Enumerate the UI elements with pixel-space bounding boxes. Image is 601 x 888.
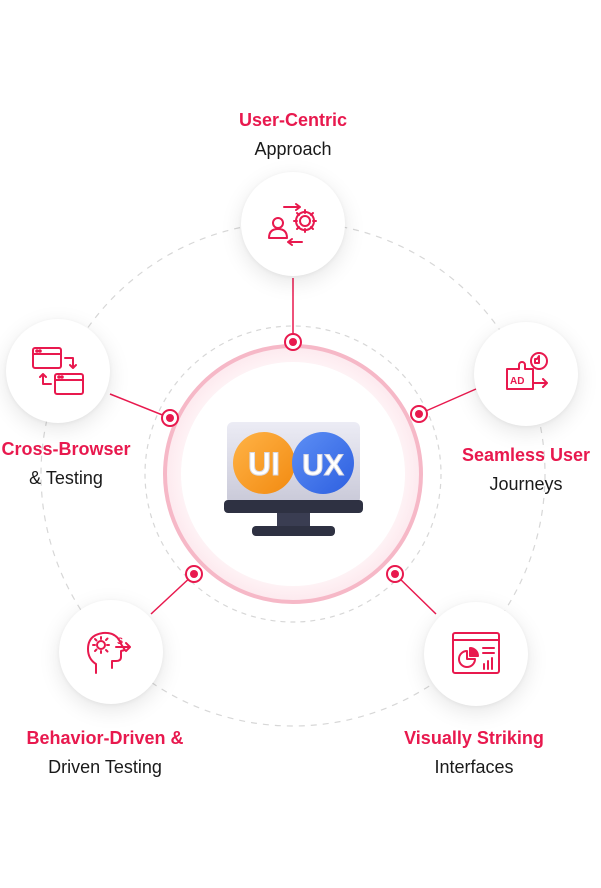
connector-bottom-left [150,573,195,615]
ad-journey-puzzle-icon: AD [506,352,548,390]
svg-text:AD: AD [510,376,524,387]
svg-text:S: S [117,636,123,646]
dot-bottom-right [386,565,404,583]
label-seamless-journeys-line1: Seamless User [461,445,591,465]
connector-lines [109,278,477,615]
label-seamless-journeys: Seamless User Journeys [448,441,601,499]
user-settings-exchange-icon [268,203,317,246]
label-behavior-driven: Behavior-Driven & Driven Testing [8,724,202,782]
dot-left [161,409,179,427]
label-user-centric: User-Centric Approach [193,106,393,164]
node-seamless-journeys: AD [474,322,578,426]
label-cross-browser-line2: & Testing [29,468,103,488]
ui-badge-text: UI [248,446,280,482]
connector-right [418,388,477,415]
node-user-centric [241,172,345,276]
head-gear-icon: S [87,631,131,674]
connector-left [109,393,171,419]
label-visually-striking: Visually Striking Interfaces [384,724,564,782]
browser-sync-icon [32,347,84,395]
ui-badge [233,432,295,494]
connector-bottom-right [394,573,437,615]
outer-dashed-orbit [40,221,546,727]
label-cross-browser-line1: Cross-Browser [1,439,131,459]
label-visually-striking-line1: Visually Striking [404,728,544,748]
label-user-centric-line2: Approach [254,139,332,159]
dot-bottom-left [185,565,203,583]
node-behavior-driven: S [59,600,163,704]
node-visually-striking [424,602,528,706]
label-visually-striking-line2: Interfaces [434,757,514,777]
node-cross-browser [6,319,110,423]
dot-right [410,405,428,423]
ui-ux-monitor-icon: UI UX [224,422,363,536]
label-behavior-driven-line1: Behavior-Driven & [26,728,184,748]
dot-top [284,333,302,351]
label-seamless-journeys-line2: Journeys [489,474,563,494]
label-user-centric-line1: User-Centric [238,110,348,130]
connector-dots [161,333,428,583]
label-cross-browser: Cross-Browser & Testing [0,435,132,493]
label-behavior-driven-line2: Driven Testing [48,757,162,777]
ux-badge-text: UX [302,449,344,482]
dashboard-chart-icon [452,632,500,674]
ux-badge [292,432,354,494]
inner-dashed-orbit [144,325,442,623]
